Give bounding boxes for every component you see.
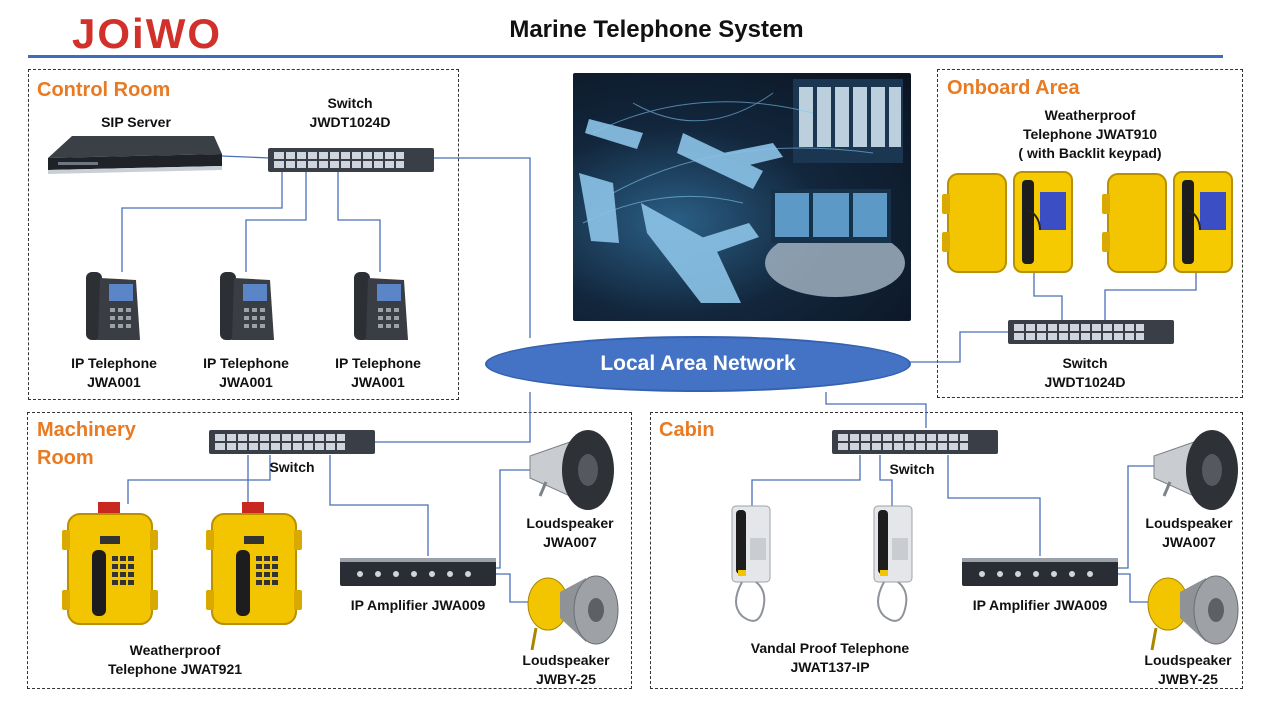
weatherproof-telephone-icon [1102,171,1233,273]
vandal-proof-telephone-icon [873,505,913,622]
local-area-network: Local Area Network [485,336,911,392]
machinery-amplifier-label: IP Amplifier JWA009 [350,597,486,613]
network-switch-icon [832,430,998,454]
cabin-switch-label: Switch [889,461,935,477]
cabin-speaker1-label: Loudspeaker JWA007 [1145,515,1233,550]
ip-phone-label-1: IP Telephone JWA001 [71,355,157,390]
control-room-title: Control Room [37,79,171,101]
horn-loudspeaker-icon [1153,430,1238,510]
ship-fleet-illustration [573,73,911,321]
ip-phone-icon [86,272,140,340]
vandal-proof-telephone-icon [731,505,771,622]
brand-logo: JOiWO [72,10,223,57]
cabin-phone-label: Vandal Proof Telephone JWAT137-IP [750,640,910,675]
sip-server-label: SIP Server [101,114,171,130]
machinery-room-title: Machinery Room [37,419,136,469]
network-switch-icon [209,430,375,454]
cabin-speaker2-label: Loudspeaker JWBY-25 [1144,652,1232,687]
weatherproof-telephone-icon [206,502,302,625]
ip-amplifier-icon [962,558,1118,586]
horn-loudspeaker-icon [529,430,614,510]
weatherproof-telephone-icon [942,171,1073,273]
cabin-amplifier-label: IP Amplifier JWA009 [972,597,1108,613]
machinery-speaker2-label: Loudspeaker JWBY-25 [522,652,610,687]
ip-phone-label-3: IP Telephone JWA001 [335,355,421,390]
weatherproof-telephone-icon [62,502,158,625]
onboard-switch-label: Switch JWDT1024D [1044,355,1126,390]
zone-control-room [28,69,459,400]
marine-loudspeaker-icon [1147,575,1239,651]
zone-cabin [650,412,1243,689]
ip-phone-icon [354,272,408,340]
onboard-device-label: Weatherproof Telephone JWAT910 ( with Ba… [1018,107,1162,161]
ip-phone-label-2: IP Telephone JWA001 [203,355,289,390]
zone-onboard-area [937,69,1243,398]
machinery-switch-label: Switch [269,459,315,475]
control-switch-label: Switch JWDT1024D [309,95,391,130]
sip-server-icon [48,136,222,174]
marine-loudspeaker-icon [527,575,619,651]
cabin-title: Cabin [659,419,715,441]
page-title: Marine Telephone System [509,16,804,43]
network-switch-icon [1008,320,1174,344]
machinery-speaker1-label: Loudspeaker JWA007 [526,515,614,550]
onboard-area-title: Onboard Area [947,77,1080,99]
network-switch-icon [268,148,434,172]
ip-amplifier-icon [340,558,496,586]
zone-machinery-room [27,412,632,689]
machinery-phone-label: Weatherproof Telephone JWAT921 [107,642,243,677]
header-divider [28,55,1223,58]
ip-phone-icon [220,272,274,340]
